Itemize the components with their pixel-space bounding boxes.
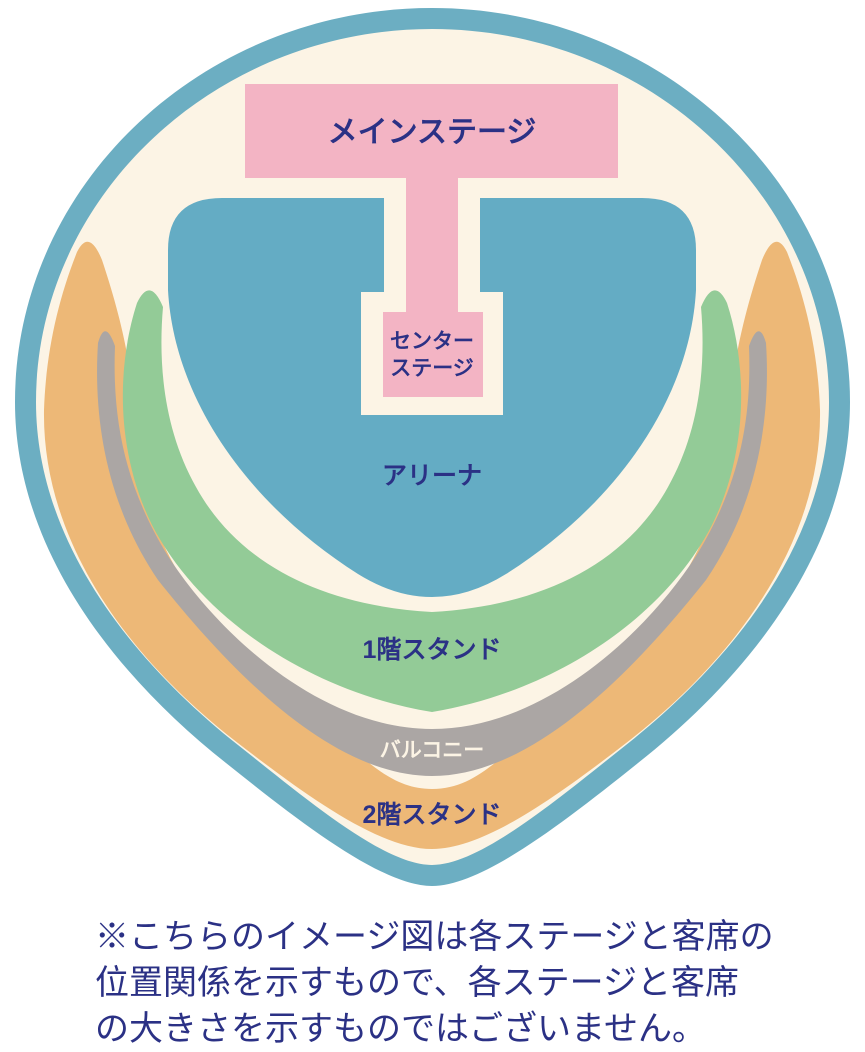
main-stage [245,84,618,178]
balcony-label: バルコニー [380,739,485,762]
section-stand-2f [43,241,821,849]
stand-2f-label: 2階スタンド [363,801,502,829]
center-stage-label-line2: ステージ [390,357,474,380]
footnote: ※こちらのイメージ図は各ステージと客席の 位置関係を示すもので、各ステージと客席… [95,918,774,1048]
footnote-line-3: の大きさを示すものではございません。 [95,1010,706,1047]
section-balcony [97,331,767,776]
footnote-line-2: 位置関係を示すもので、各ステージと客席 [95,964,739,1002]
arena-label: アリーナ [382,462,482,490]
center-stage-label-line1: センター [390,330,474,353]
footnote-line-1: ※こちらのイメージ図は各ステージと客席の [95,918,774,956]
center-stage [383,312,483,397]
section-stand-1f [122,290,742,712]
main-stage-label: メインステージ [328,116,537,149]
stand-1f-label: 1階スタンド [363,636,502,664]
runway [406,178,458,312]
